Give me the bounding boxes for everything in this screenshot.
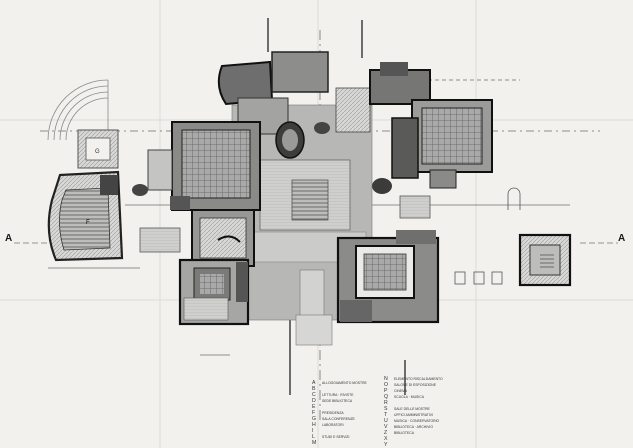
legend-entry: SALA CONFERENZE	[322, 417, 356, 421]
legend-entry: BIBLIOTECA · ARCHIVIO	[394, 425, 433, 429]
legend-letter: B	[312, 386, 316, 392]
legend-letter: U	[384, 418, 388, 424]
legend-entry: LETTURA · RIVISTE	[322, 393, 354, 397]
legend-letter: H	[312, 422, 316, 428]
axis-lines	[40, 18, 600, 420]
presidency-block	[191, 209, 255, 267]
legend-letter: D	[312, 398, 316, 404]
legend-letter: P	[384, 388, 388, 394]
legend-entry: UFFICI AMMINISTRATIVI	[394, 413, 433, 417]
legend-letter: E	[312, 404, 316, 410]
legend-letters-b: N O P Q R S T U V Z X Y	[384, 376, 388, 448]
legend-letter: I	[312, 428, 313, 434]
legend-entry: PRESIDENZA	[322, 411, 344, 415]
exhibition-hall	[336, 230, 440, 324]
legend-entry: ALLOGGIAMENTO MOSTRE	[322, 381, 368, 385]
legend-letter: N	[384, 376, 388, 382]
legend-entries-b: ELEMENTO RISCALDAMENTO SALONE DI ESPOSIZ…	[394, 377, 443, 435]
legend-entry: SEDE BIBLIOTECA	[322, 399, 353, 403]
legend-entry: MUSICA · CONSERVATORIO	[394, 419, 440, 423]
svg-text:G: G	[95, 149, 100, 155]
legend-letter: X	[384, 436, 388, 442]
legend-letter: Y	[384, 442, 388, 448]
library-west	[132, 121, 261, 211]
legend-entry: CINEMA	[394, 389, 408, 393]
stair-west	[139, 227, 181, 253]
small-pavilion: G	[77, 129, 119, 169]
legend-letter: V	[384, 424, 388, 430]
legend-letter: Q	[384, 394, 388, 400]
legend-entries-a: ALLOGGIAMENTO MOSTRE LETTURA · RIVISTE S…	[322, 381, 368, 439]
legend-letter: G	[312, 416, 316, 422]
svg-text:F: F	[86, 220, 90, 226]
section-axis: A A	[5, 233, 625, 244]
legend-letter: S	[384, 406, 388, 412]
legend-letter: Z	[384, 430, 387, 436]
legend-entry: BIBLIOTECA	[394, 431, 415, 435]
legend-entry: SALONE DI ESPOSIZIONE	[394, 383, 437, 387]
legend-entry: STUDI E SERVIZI	[322, 435, 350, 439]
legend-letter: F	[312, 410, 315, 416]
legend-letter: T	[384, 412, 388, 418]
section-mark-left: A	[5, 233, 12, 244]
legend-entry: SALE DELLE MOSTRE	[394, 407, 431, 411]
amphitheatre	[47, 79, 109, 141]
legend-letter: L	[312, 434, 315, 440]
legend: A B C D E F G H I L M ALLOGGIAMENTO MOST…	[312, 376, 443, 448]
legend-letter: A	[312, 380, 316, 386]
library-east	[372, 99, 493, 219]
legend-letters-a: A B C D E F G H I L M	[312, 380, 316, 446]
legend-letter: C	[312, 392, 316, 398]
auditorium-block: F	[47, 170, 124, 262]
north-complex	[217, 51, 431, 159]
east-pavilion	[518, 233, 572, 287]
conference-block	[178, 258, 250, 326]
legend-entry: ELEMENTO RISCALDAMENTO	[394, 377, 443, 381]
legend-letter: M	[312, 440, 316, 446]
legend-letter: O	[384, 382, 388, 388]
legend-letter: R	[384, 400, 388, 406]
legend-entry: LABORATORI	[322, 423, 344, 427]
east-details	[454, 187, 521, 285]
legend-entry: SCUOLA · MUSICA	[394, 395, 425, 399]
section-mark-right: A	[618, 233, 625, 244]
